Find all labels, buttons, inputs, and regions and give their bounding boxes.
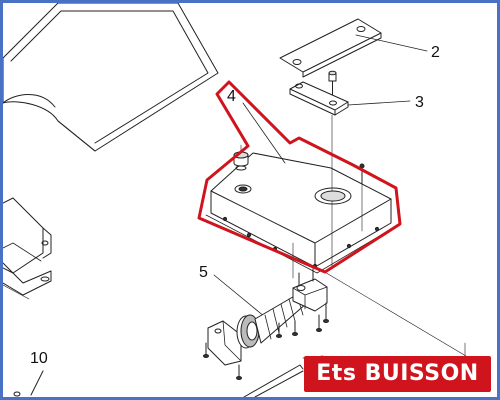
callout-5: 5	[199, 264, 208, 281]
exploded-parts-drawing: 2 3 4 5 10	[3, 3, 472, 397]
brand-logo: Ets BUISSON	[304, 356, 491, 392]
callout-3: 3	[415, 94, 424, 111]
left-side-component	[3, 197, 52, 300]
callout-4: 4	[227, 88, 236, 105]
part-10-pointer	[13, 370, 44, 397]
cover-plate	[3, 3, 219, 152]
part-2-bracket-plate	[279, 18, 428, 78]
part-4-highlight-outline	[197, 80, 402, 274]
part-3-bar	[289, 70, 411, 269]
part-5-worm-shaft	[203, 268, 329, 380]
callout-2: 2	[431, 44, 440, 61]
callout-10: 10	[30, 350, 48, 367]
